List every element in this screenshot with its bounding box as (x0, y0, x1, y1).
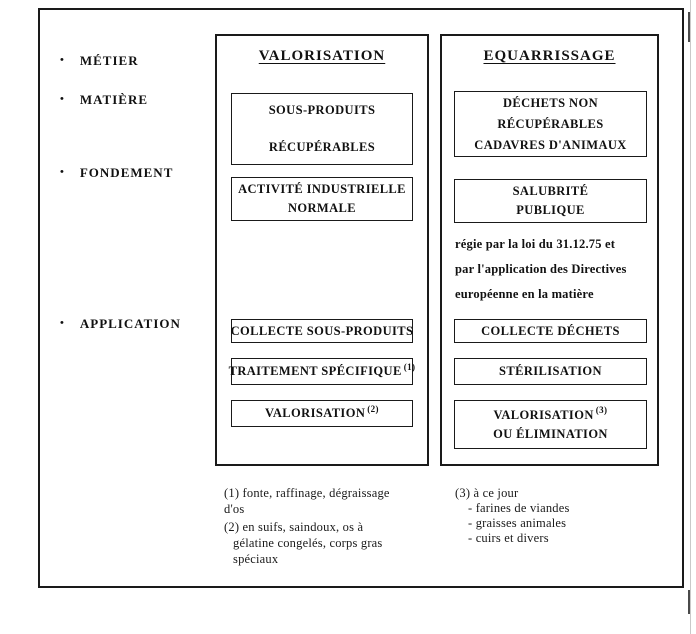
box-ou-elimination-text: OU ÉLIMINATION (493, 426, 608, 441)
bullet-icon: • (60, 93, 65, 105)
bullet-icon: • (60, 166, 65, 178)
traitement-footnote-ref: (1) (403, 361, 416, 372)
box-salubrite-line2: PUBLIQUE (516, 203, 585, 217)
scan-artifact (688, 590, 690, 614)
label-application: • APPLICATION (60, 316, 181, 332)
law-reference-text: régie par la loi du 31.12.75 et par l'ap… (455, 232, 653, 307)
valorisation-2-label: VALORISATION (265, 406, 366, 420)
column-valorisation: VALORISATION SOUS-PRODUITS RÉCUPÉRABLES … (215, 34, 429, 466)
label-matiere: • MATIÈRE (60, 92, 148, 108)
box-collecte-sous-produits-text: COLLECTE SOUS-PRODUITS (230, 323, 414, 338)
label-application-text: APPLICATION (79, 316, 181, 331)
column-equarrissage-title: EQUARRISSAGE (483, 48, 616, 64)
column-valorisation-title: VALORISATION (258, 48, 386, 64)
law-line1: régie par la loi du 31.12.75 et (455, 237, 616, 251)
box-activite-line2: NORMALE (287, 201, 357, 215)
box-valorisation-2: VALORISATION(2) (231, 400, 413, 427)
scan-edge-line (690, 0, 691, 634)
label-fondement: • FONDEMENT (60, 165, 173, 181)
bullet-icon: • (60, 54, 65, 66)
column-equarrissage: EQUARRISSAGE DÉCHETS NON RÉCUPÉRABLES CA… (440, 34, 659, 466)
law-line2: par l'application des Directives (455, 262, 627, 276)
box-dechets-non-recuperables: DÉCHETS NON RÉCUPÉRABLES CADAVRES D'ANIM… (454, 91, 647, 157)
box-dechets-line1: DÉCHETS NON (502, 95, 599, 110)
box-dechets-line2: RÉCUPÉRABLES (497, 116, 604, 131)
box-collecte-sous-produits: COLLECTE SOUS-PRODUITS (231, 319, 413, 343)
footnotes-left: (1) fonte, raffinage, dégraissage d'os (… (224, 485, 424, 567)
box-sterilisation: STÉRILISATION (454, 358, 647, 385)
box-sterilisation-text: STÉRILISATION (499, 364, 602, 378)
bullet-icon: • (60, 317, 65, 329)
valorisation-3-label: VALORISATION (493, 407, 594, 422)
footnote-1-line2: d'os (224, 502, 245, 516)
scan-artifact (688, 12, 690, 42)
label-metier: • MÉTIER (60, 53, 139, 69)
box-sous-produits-line1: SOUS-PRODUITS (268, 103, 376, 117)
footnote-2-line2: gélatine congelés, corps gras (233, 536, 383, 550)
box-activite-industrielle: ACTIVITÉ INDUSTRIELLE NORMALE (231, 177, 413, 221)
label-matiere-text: MATIÈRE (79, 92, 149, 107)
box-traitement-specifique-text: TRAITEMENT SPÉCIFIQUE(1) (229, 362, 416, 381)
box-activite-line1: ACTIVITÉ INDUSTRIELLE (238, 182, 406, 196)
law-line3: européenne en la matière (455, 287, 594, 301)
box-sous-produits-line2: RÉCUPÉRABLES (268, 140, 376, 154)
valorisation-3-footnote-ref: (3) (595, 405, 608, 416)
traitement-label: TRAITEMENT SPÉCIFIQUE (228, 364, 402, 378)
footnote-3-item3: - cuirs et divers (468, 531, 549, 545)
box-salubrite-line1: SALUBRITÉ (512, 184, 589, 198)
box-dechets-line3: CADAVRES D'ANIMAUX (474, 137, 627, 152)
label-metier-text: MÉTIER (79, 53, 139, 68)
box-collecte-dechets: COLLECTE DÉCHETS (454, 319, 647, 343)
box-valorisation-3-text: VALORISATION(3) (494, 406, 608, 425)
footnotes-right: (3) à ce jour - farines de viandes - gra… (455, 485, 645, 546)
box-sous-produits: SOUS-PRODUITS RÉCUPÉRABLES (231, 93, 413, 165)
box-valorisation-3-ou-elimination: VALORISATION(3) OU ÉLIMINATION (454, 400, 647, 449)
box-salubrite-publique: SALUBRITÉ PUBLIQUE (454, 179, 647, 223)
footnote-3-item2: - graisses animales (468, 516, 567, 530)
box-valorisation-2-text: VALORISATION(2) (265, 404, 379, 423)
box-collecte-dechets-text: COLLECTE DÉCHETS (481, 323, 620, 338)
label-fondement-text: FONDEMENT (79, 165, 174, 180)
footnote-1-line1: (1) fonte, raffinage, dégraissage (224, 486, 390, 500)
footnote-2-line1: (2) en suifs, saindoux, os à (224, 520, 364, 534)
box-traitement-specifique: TRAITEMENT SPÉCIFIQUE(1) (229, 358, 416, 385)
footnote-3-item1: - farines de viandes (468, 501, 570, 515)
footnote-3-head: (3) à ce jour (455, 486, 519, 500)
valorisation-2-footnote-ref: (2) (367, 403, 379, 414)
footnote-2-line3: spéciaux (233, 552, 279, 566)
